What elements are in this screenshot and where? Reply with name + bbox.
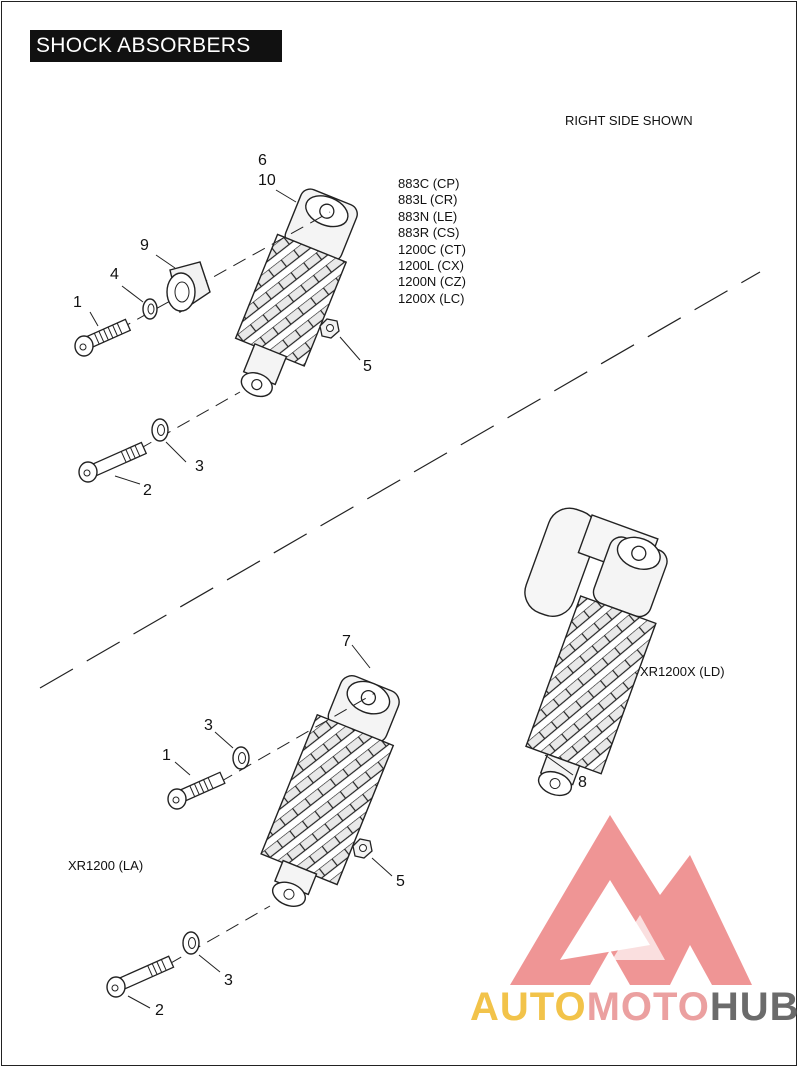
watermark-text: AUTOMOTOHUB xyxy=(470,985,800,1030)
watermark-part: MOTO xyxy=(586,985,710,1029)
model-label-xr1200: XR1200 (LA) xyxy=(68,858,144,873)
top-spacer-9 xyxy=(166,261,211,314)
bottom-washer-3b xyxy=(182,931,200,955)
callout-5: 5 xyxy=(396,873,405,890)
bottom-leader-lines xyxy=(127,644,393,1009)
top-leader-lines xyxy=(89,189,361,485)
callout-2: 2 xyxy=(143,482,152,499)
top-nut-5 xyxy=(319,318,340,339)
model-label-xr1200x: XR1200X (LD) xyxy=(640,664,725,679)
section-divider xyxy=(39,271,761,689)
callout-9: 9 xyxy=(140,237,149,254)
watermark-part: AUTO xyxy=(470,985,587,1029)
mid-shock-spring xyxy=(525,595,657,775)
bottom-upper-bolt xyxy=(167,771,226,810)
callout-3: 3 xyxy=(204,717,213,734)
models-list-top: 883C (CP) 883L (CR) 883N (LE) 883R (CS) … xyxy=(398,176,466,307)
top-lower-bolt xyxy=(78,441,148,483)
model-code: 883R (CS) xyxy=(398,225,460,241)
callout-3: 3 xyxy=(224,972,233,989)
view-note: RIGHT SIDE SHOWN xyxy=(565,113,693,128)
model-code: 1200N (CZ) xyxy=(398,274,466,290)
callout-3: 3 xyxy=(195,458,204,475)
bottom-lower-bolt xyxy=(106,955,175,998)
top-washer-4 xyxy=(142,298,158,320)
callout-1: 1 xyxy=(162,747,171,764)
callout-8: 8 xyxy=(578,774,587,791)
mid-shock-reservoir xyxy=(524,507,598,617)
watermark-logo xyxy=(510,815,752,985)
model-code: 1200X (LC) xyxy=(398,290,465,306)
page-title: SHOCK ABSORBERS xyxy=(30,30,282,62)
model-code: 1200C (CT) xyxy=(398,241,466,257)
bottom-washer-3a xyxy=(232,746,250,770)
callout-2: 2 xyxy=(155,1002,164,1019)
callout-5: 5 xyxy=(363,358,372,375)
callout-6: 6 xyxy=(258,152,267,169)
bottom-shock-absorber xyxy=(260,675,400,907)
model-code: 883L (CR) xyxy=(398,192,458,208)
mid-leader-8 xyxy=(544,754,574,776)
watermark-part: HUB xyxy=(709,985,800,1029)
model-code: 1200L (CX) xyxy=(398,258,464,274)
top-upper-bolt xyxy=(74,318,132,357)
callout-1: 1 xyxy=(73,294,82,311)
top-shock-absorber xyxy=(234,188,358,398)
model-code: 883N (LE) xyxy=(398,208,458,224)
callout-7: 7 xyxy=(342,633,351,650)
bottom-nut-5 xyxy=(352,838,373,859)
callout-4: 4 xyxy=(110,266,119,283)
mid-shock-absorber xyxy=(524,507,668,797)
top-washer-3 xyxy=(151,418,169,442)
callout-10: 10 xyxy=(258,172,276,189)
model-code: 883C (CP) xyxy=(398,176,460,191)
